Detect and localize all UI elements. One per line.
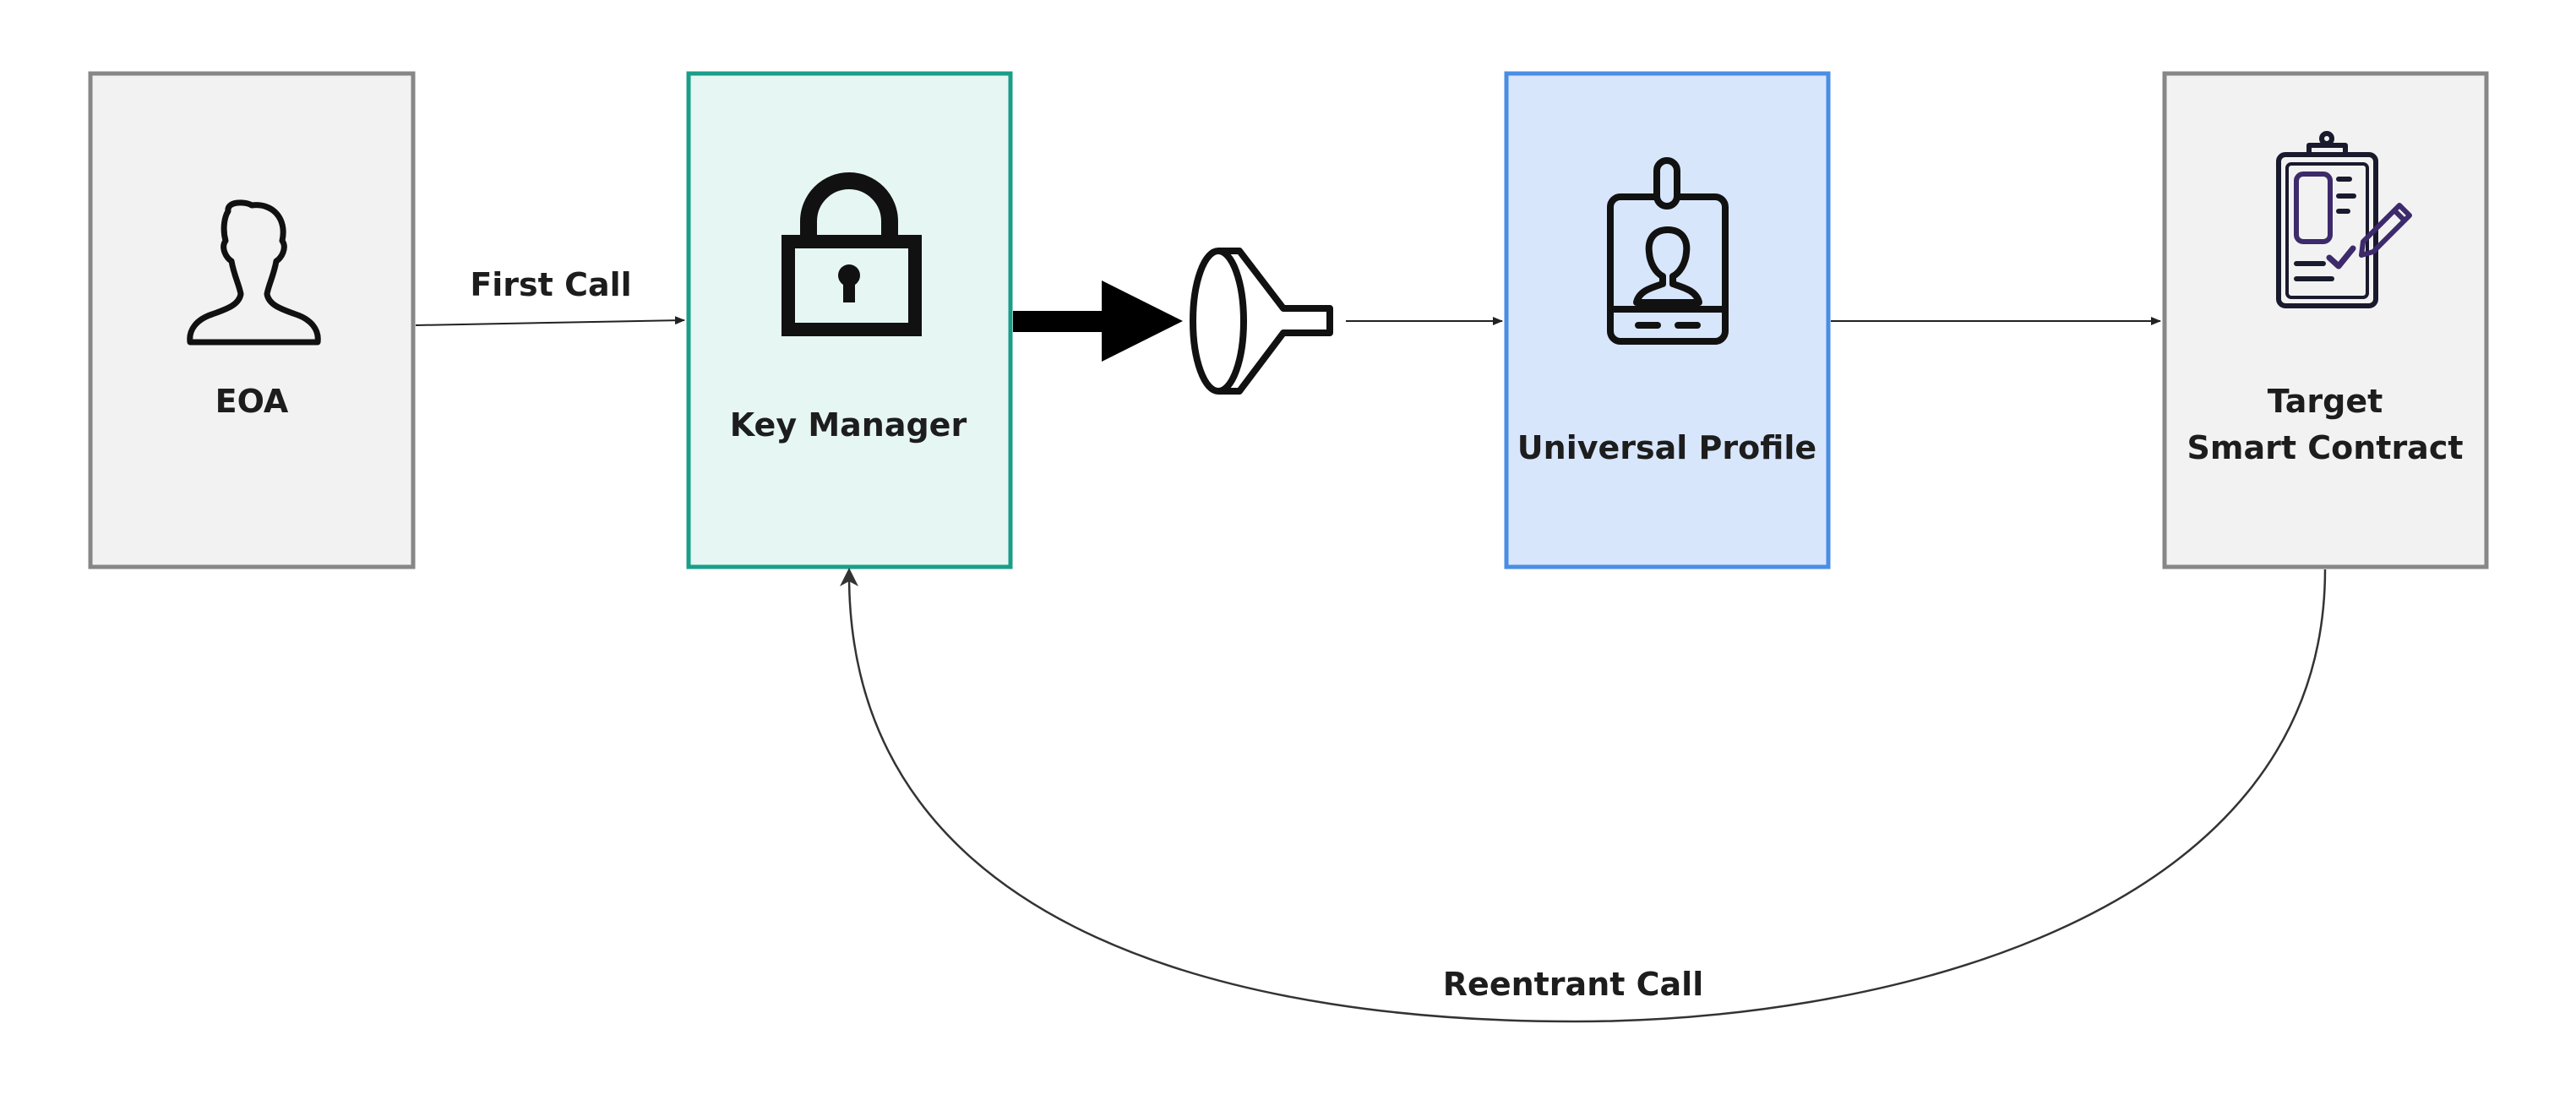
target-label-line2: Smart Contract	[2187, 429, 2463, 466]
eoa-label: EOA	[215, 383, 289, 420]
reentrant-call-curve	[847, 569, 2327, 1023]
id-badge-icon	[1607, 157, 1729, 345]
first-call-edge: First Call	[415, 266, 685, 326]
universal-profile-node: Universal Profile	[1504, 71, 1831, 569]
reentrant-call-edge: Reentrant Call	[840, 568, 2327, 1023]
eoa-box	[88, 71, 416, 569]
first-call-arrow	[415, 316, 685, 326]
reentrant-call-label: Reentrant Call	[1443, 966, 1703, 1003]
universal-profile-box	[1504, 71, 1831, 569]
key-manager-node: Key Manager	[686, 71, 1013, 569]
key-manager-box	[686, 71, 1013, 569]
clipboard-contract-icon	[2276, 131, 2412, 308]
funnel-icon	[1190, 248, 1333, 395]
reentrant-call-arrowhead	[840, 568, 858, 586]
key-manager-label: Key Manager	[730, 406, 967, 444]
user-silhouette-icon	[187, 199, 321, 346]
target-node: Target Smart Contract	[2162, 71, 2489, 569]
first-call-label: First Call	[470, 266, 631, 303]
universal-profile-label: Universal Profile	[1517, 429, 1816, 466]
padlock-icon	[782, 172, 922, 336]
target-label-line1: Target	[2268, 383, 2383, 420]
eoa-node: EOA	[88, 71, 416, 569]
thick-arrow	[1013, 280, 1183, 362]
